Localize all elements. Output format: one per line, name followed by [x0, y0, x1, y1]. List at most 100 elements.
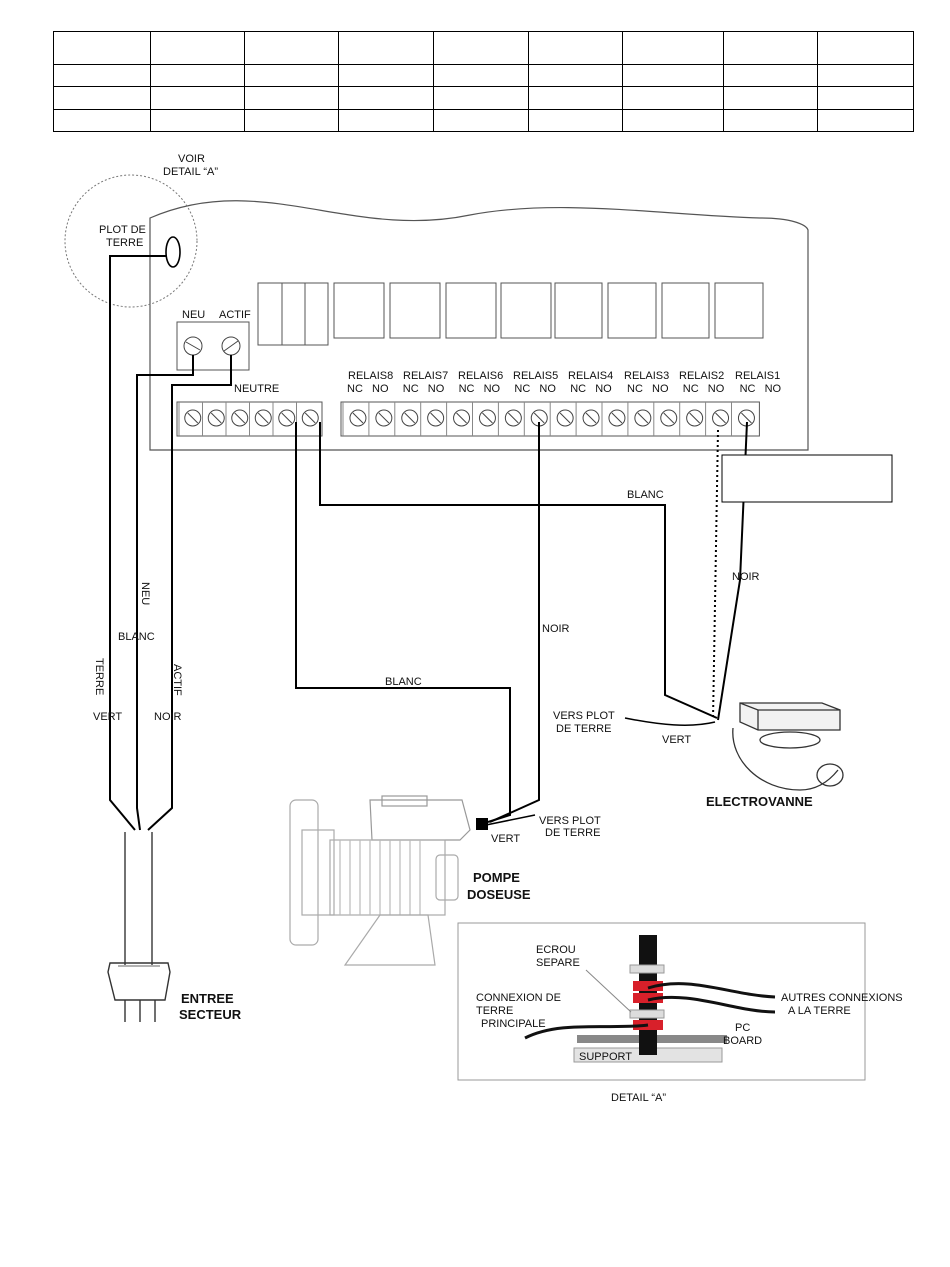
neu-actif-terminal-block: [176, 321, 250, 371]
wire-noir-label-relay1: NOIR: [732, 571, 760, 583]
relay-terminal-screw: [660, 409, 678, 427]
support-label: SUPPORT: [579, 1051, 632, 1063]
pump-neutral-wire: [295, 422, 511, 823]
relay-nc-label: NC: [683, 383, 699, 395]
relay-label: RELAIS7: [403, 370, 448, 382]
relay-label: RELAIS8: [348, 370, 393, 382]
relay-no-label: NO: [372, 383, 389, 395]
pump-ground-wire: [485, 814, 536, 826]
relay-terminal-screw: [478, 409, 496, 427]
neutral-wire: [136, 355, 194, 831]
relay-terminal-screw: [608, 409, 626, 427]
relay-terminal-screw: [349, 409, 367, 427]
ground-wire: [109, 255, 166, 831]
de-terre-pump-label: DE TERRE: [545, 827, 600, 839]
relay-label: RELAIS1: [735, 370, 780, 382]
empty-label-box: [721, 454, 893, 503]
ecrou-pointer: [585, 969, 632, 1013]
plot-terre-label-2: TERRE: [106, 237, 143, 249]
wire-blanc-label-pump: BLANC: [385, 676, 422, 688]
washer-mid: [629, 1009, 665, 1019]
separe-label: SEPARE: [536, 957, 580, 969]
diagram-labels: VOIR DETAIL “A” PLOT DE TERRE NEU ACTIF …: [93, 153, 903, 1104]
red-nut-1: [633, 981, 663, 991]
voir-label: VOIR: [178, 153, 205, 165]
de-terre-valve-label: DE TERRE: [556, 723, 611, 735]
terre-label-detail: TERRE: [476, 1005, 513, 1017]
relay-no-label: NO: [484, 383, 501, 395]
relay-label: RELAIS5: [513, 370, 558, 382]
relay-terminal-strip: [340, 401, 760, 437]
vert-valve-label: VERT: [662, 734, 691, 746]
red-nut-2: [633, 993, 663, 1003]
table-row: [53, 86, 914, 110]
wire-blanc-label-valve: BLANC: [627, 489, 664, 501]
relay-no-label: NO: [595, 383, 612, 395]
relay-blocks: [257, 282, 764, 346]
detail-a-ref-label: DETAIL “A”: [163, 166, 218, 178]
relay-nc-label: NC: [459, 383, 475, 395]
table-cell: [817, 31, 914, 65]
table-cell: [528, 31, 623, 65]
dosing-pump-icon: [289, 795, 471, 966]
power-cord: [124, 832, 153, 965]
relay-terminal-screw: [453, 409, 471, 427]
vers-plot-pump-label: VERS PLOT: [539, 815, 601, 827]
neutre-label: NEUTRE: [234, 383, 279, 395]
neutral-terminal-screw: [207, 409, 225, 427]
neutral-terminal-screw: [254, 409, 272, 427]
relay5-no-wire: [489, 422, 540, 823]
relay-terminal-screw: [686, 409, 704, 427]
relay-terminal-screw: [504, 409, 522, 427]
wire-noir-label-relay5: NOIR: [542, 623, 570, 635]
plug-icon: [107, 962, 171, 1022]
relay-terminal-screw: [427, 409, 445, 427]
relay-terminal-screw: [401, 409, 419, 427]
relay-terminal-screw: [712, 409, 730, 427]
ground-stud: [165, 236, 181, 268]
actif-label: ACTIF: [219, 309, 251, 321]
detail-a-caption: DETAIL “A”: [611, 1092, 666, 1104]
relay-nc-label: NC: [570, 383, 586, 395]
detail-a-box: [457, 922, 866, 1081]
doseuse-title: DOSEUSE: [467, 887, 531, 902]
pompe-title: POMPE: [473, 870, 520, 885]
relay-terminal-screw: [375, 409, 393, 427]
relay-nc-label: NC: [740, 383, 756, 395]
relay-label: RELAIS2: [679, 370, 724, 382]
wire-neu-label: NEU: [139, 582, 151, 605]
neutral-terminal-strip: [176, 401, 323, 437]
neutral-terminal-screw: [301, 409, 319, 427]
table-cell: [244, 31, 339, 65]
wire-noir-label-main: NOIR: [154, 711, 182, 723]
relay-nc-label: NC: [347, 383, 363, 395]
relay1-nc-dotted-wire: [712, 429, 719, 721]
electrovanne-title: ELECTROVANNE: [706, 794, 813, 809]
table-row: [53, 108, 914, 133]
relay-label: RELAIS6: [458, 370, 503, 382]
relay-no-label: NO: [428, 383, 445, 395]
plot-terre-label: PLOT DE: [99, 224, 146, 236]
pump-connector: [476, 818, 488, 830]
relay-no-label: NO: [765, 383, 782, 395]
autres-connexions-label: AUTRES CONNEXIONS: [781, 992, 903, 1004]
connexion-label: CONNEXION DE: [476, 992, 561, 1004]
relay-no-label: NO: [708, 383, 725, 395]
relay-no-label: NO: [539, 383, 556, 395]
relay-terminal-screw: [556, 409, 574, 427]
relay-terminal-screw: [634, 409, 652, 427]
relay-nc-label: NC: [403, 383, 419, 395]
relay-label: RELAIS3: [624, 370, 669, 382]
washer-top: [629, 964, 665, 974]
neutral-terminal-screw: [184, 409, 202, 427]
wires: [109, 255, 748, 831]
wire-actif-label: ACTIF: [171, 664, 183, 696]
spec-table: [53, 31, 914, 133]
solenoid-valve-icon: [732, 702, 844, 791]
board-label: BOARD: [723, 1035, 762, 1047]
vers-plot-valve-label: VERS PLOT: [553, 710, 615, 722]
neu-label: NEU: [182, 309, 205, 321]
vert-pump-label: VERT: [491, 833, 520, 845]
valve-ground-wire: [624, 717, 716, 726]
